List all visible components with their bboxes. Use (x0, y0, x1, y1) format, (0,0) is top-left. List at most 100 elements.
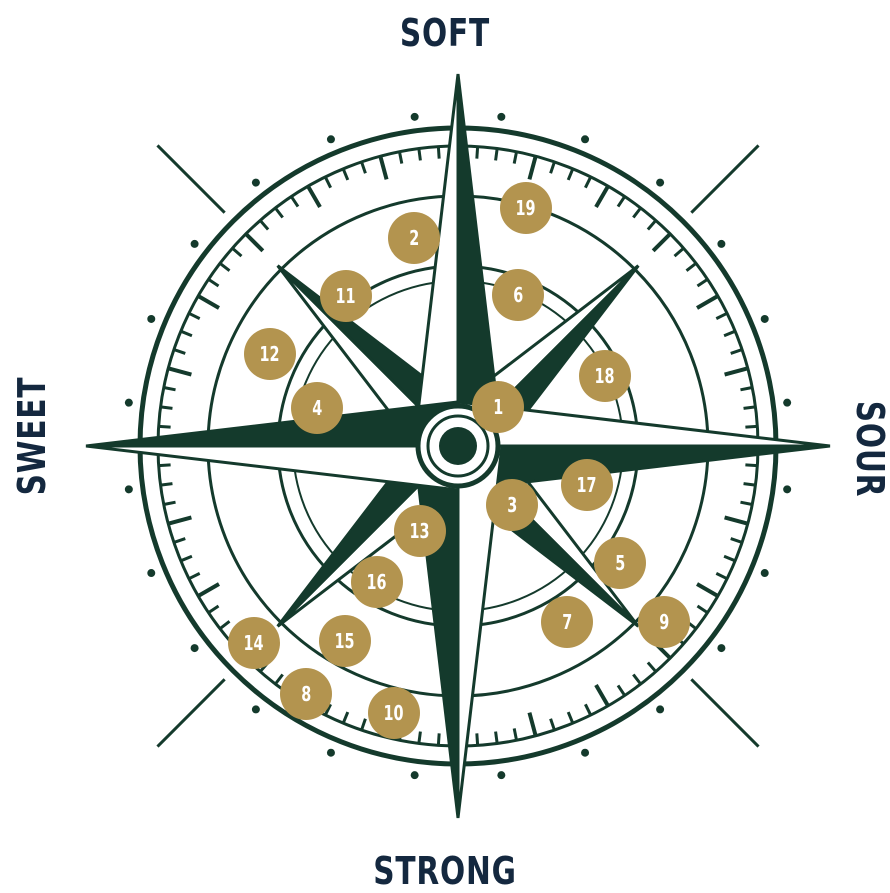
compass-tick (232, 248, 241, 256)
marker-11[interactable]: 11 (320, 270, 372, 322)
compass-dot (717, 240, 725, 248)
compass-tick (744, 407, 756, 409)
compass-tick (308, 186, 320, 207)
compass-dot (656, 179, 664, 187)
compass-tick (246, 234, 263, 251)
compass-dot (761, 569, 769, 577)
marker-17[interactable]: 17 (561, 459, 613, 511)
compass-tick (161, 407, 173, 409)
compass-tick (686, 263, 696, 270)
direction-label-sour: SOUR (851, 401, 889, 498)
compass-tick (291, 197, 298, 207)
compass-tick (181, 556, 192, 561)
compass-tick (740, 387, 752, 389)
compass-tick (198, 296, 219, 308)
compass-tick (275, 208, 282, 218)
compass-tick (697, 296, 718, 308)
marker-10[interactable]: 10 (368, 687, 420, 739)
compass-tick (697, 584, 718, 596)
compass-tick (633, 674, 640, 684)
marker-2[interactable]: 2 (388, 212, 440, 264)
compass-tick (675, 248, 684, 256)
compass-dot (761, 315, 769, 323)
compass-tick (343, 169, 348, 180)
compass-tick (653, 234, 670, 251)
compass-diagonal-line (691, 145, 758, 212)
compass-tick (362, 162, 366, 173)
marker-8[interactable]: 8 (280, 668, 332, 720)
compass-diagonal-line (691, 679, 758, 746)
compass-tick (585, 177, 590, 188)
marker-5[interactable]: 5 (594, 537, 646, 589)
compass-tick (514, 152, 516, 164)
marker-12[interactable]: 12 (244, 328, 296, 380)
marker-7[interactable]: 7 (541, 596, 593, 648)
compass-tick (725, 517, 748, 523)
compass-dot (125, 485, 133, 493)
compass-dot (717, 644, 725, 652)
compass-tick (189, 313, 200, 318)
direction-label-strong: STRONG (98, 852, 792, 890)
compass-center-dot (439, 427, 477, 465)
compass-dot (411, 771, 419, 779)
compass-diagonal-line (157, 679, 224, 746)
compass-tick (724, 331, 735, 336)
direction-label-sweet: SWEET (13, 377, 51, 496)
compass-tick (164, 502, 176, 504)
compass-tick (399, 152, 401, 164)
marker-14[interactable]: 14 (228, 617, 280, 669)
marker-18[interactable]: 18 (579, 350, 631, 402)
compass-dot (125, 399, 133, 407)
compass-tick (209, 606, 219, 613)
marker-3[interactable]: 3 (486, 479, 538, 531)
marker-19[interactable]: 19 (500, 182, 552, 234)
compass-dot (191, 240, 199, 248)
compass-dot (581, 749, 589, 757)
compass-tick (618, 685, 625, 695)
compass-tick (174, 539, 185, 543)
compass-tick (731, 539, 742, 543)
compass-dot (191, 644, 199, 652)
compass-tick (380, 156, 386, 179)
compass-tick (529, 713, 535, 736)
compass-tick (168, 517, 191, 523)
compass-tick (648, 220, 656, 229)
compass-tick (419, 732, 421, 744)
marker-13[interactable]: 13 (394, 505, 446, 557)
marker-1[interactable]: 1 (472, 381, 524, 433)
marker-16[interactable]: 16 (351, 556, 403, 608)
compass-tick (648, 663, 656, 672)
compass-tick (697, 279, 707, 286)
compass-tick (745, 465, 757, 466)
compass-tick (568, 169, 573, 180)
marker-15[interactable]: 15 (319, 615, 371, 667)
compass-tick (496, 732, 498, 744)
compass-tick (181, 331, 192, 336)
compass-dot (252, 705, 260, 713)
compass-tick (745, 426, 757, 427)
compass-tick (551, 162, 555, 173)
compass-tick (209, 279, 219, 286)
compass-dot (656, 705, 664, 713)
compass-dot (327, 749, 335, 757)
compass-dot (497, 113, 505, 121)
compass-tick (724, 556, 735, 561)
compass-dot (783, 399, 791, 407)
compass-dot (411, 113, 419, 121)
compass-tick (159, 465, 171, 466)
compass-tick (159, 426, 171, 427)
marker-9[interactable]: 9 (638, 596, 690, 648)
compass-tick (438, 147, 439, 159)
compass-dot (783, 485, 791, 493)
marker-4[interactable]: 4 (291, 382, 343, 434)
marker-6[interactable]: 6 (492, 269, 544, 321)
direction-label-soft: SOFT (98, 14, 792, 52)
compass-tick (438, 733, 439, 745)
compass-tick (744, 484, 756, 486)
compass-tick (477, 733, 478, 745)
compass-tick (260, 220, 268, 229)
compass-tick (189, 573, 200, 578)
compass-tick (362, 719, 366, 730)
compass-tick (496, 149, 498, 161)
compass-dot (497, 771, 505, 779)
